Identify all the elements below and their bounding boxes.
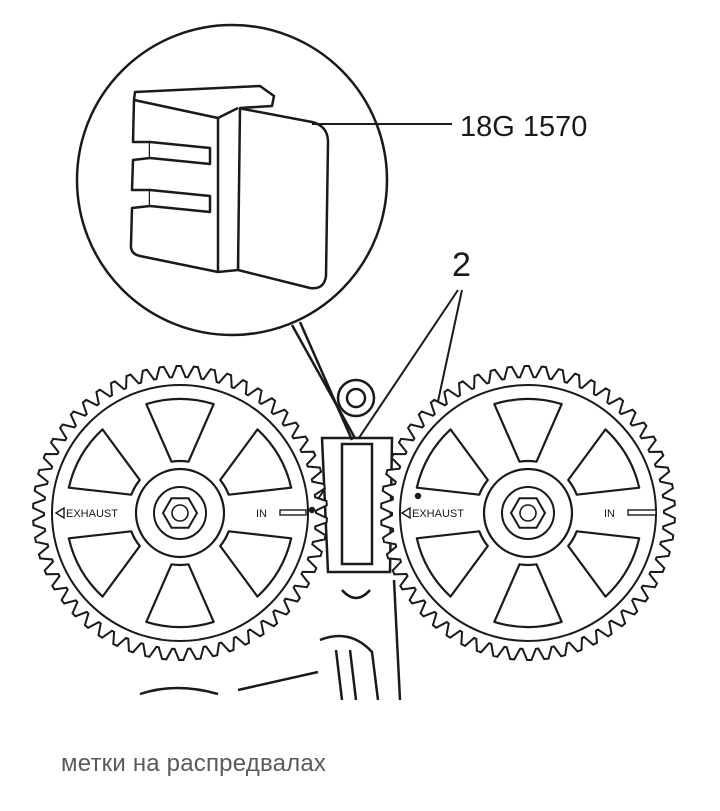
left-timing-mark [279,509,307,516]
sprocket-window [493,397,563,463]
sprocket-window [219,428,293,496]
right-timing-mark [627,509,657,516]
left-exhaust-label: EXHAUST [66,508,118,520]
sprocket-window [493,563,563,629]
right-exhaust-arrow-icon [400,506,411,520]
sprocket-window [567,428,641,496]
left-exhaust-arrow-icon [54,506,65,520]
sprocket-window [219,530,293,598]
locking-tool-drawing [129,84,330,290]
sprocket-window [567,530,641,598]
right-hub-bolt [509,497,547,529]
detail-pointer-line [298,321,354,441]
left-in-label: IN [256,508,267,520]
sprocket-window [67,530,141,598]
left-hub-bolt [161,497,199,529]
exhaust-camshaft-sprocket: EXHAUST IN [32,365,328,661]
sprocket-window [67,428,141,496]
intake-camshaft-sprocket: EXHAUST IN [380,365,676,661]
sprocket-window [145,563,215,629]
sprocket-window [415,530,489,598]
right-in-label: IN [604,508,615,520]
figure-caption: метки на распредвалах [61,750,327,777]
tool-label: 18G 1570 [460,111,587,143]
callout-number: 2 [452,246,471,284]
right-exhaust-label: EXHAUST [412,508,464,520]
timing-diagram: 18G 1570 2 EXHAUST IN [32,23,676,701]
sprocket-window [145,397,215,463]
sprocket-window [415,428,489,496]
engine-casting [139,378,402,701]
